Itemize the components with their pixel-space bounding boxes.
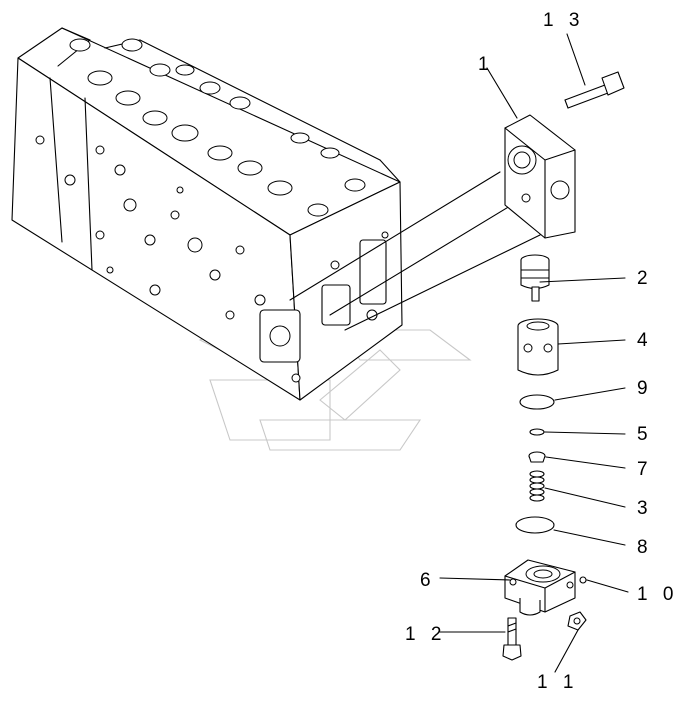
label-part-2: 2 [637,268,653,289]
part-1-housing [504,114,576,239]
label-part-1: 1 [478,54,494,75]
part-2-spool [520,254,550,302]
label-part-11: 1 1 [537,672,578,693]
part-5-ring [529,428,545,436]
part-13-bolt [564,71,625,109]
part-12-bolt [502,617,522,661]
label-part-7: 7 [637,459,653,480]
label-part-5: 5 [637,424,653,445]
label-part-8: 8 [637,537,653,558]
label-part-10: 1 0 [637,584,678,605]
label-part-9: 9 [637,378,653,399]
part-8-o-ring [515,516,555,534]
label-part-6: 6 [420,570,436,591]
callout-labels: 1 1 3 2 4 9 5 7 3 8 6 1 0 1 2 1 1 [405,10,678,693]
part-4-sleeve [517,318,559,376]
label-part-13: 1 3 [543,10,584,31]
part-3-spring [529,470,545,502]
leader-lines [439,33,629,673]
part-11-plug [567,611,587,631]
control-valve-block [11,27,403,401]
assembly-leader-lines [289,171,541,331]
part-6-cover [504,559,576,616]
label-part-3: 3 [637,498,653,519]
part-10-plug [579,576,587,584]
label-part-4: 4 [637,330,653,351]
part-9-o-ring [519,394,555,410]
part-7-seat [528,451,546,463]
label-part-12: 1 2 [405,624,446,645]
